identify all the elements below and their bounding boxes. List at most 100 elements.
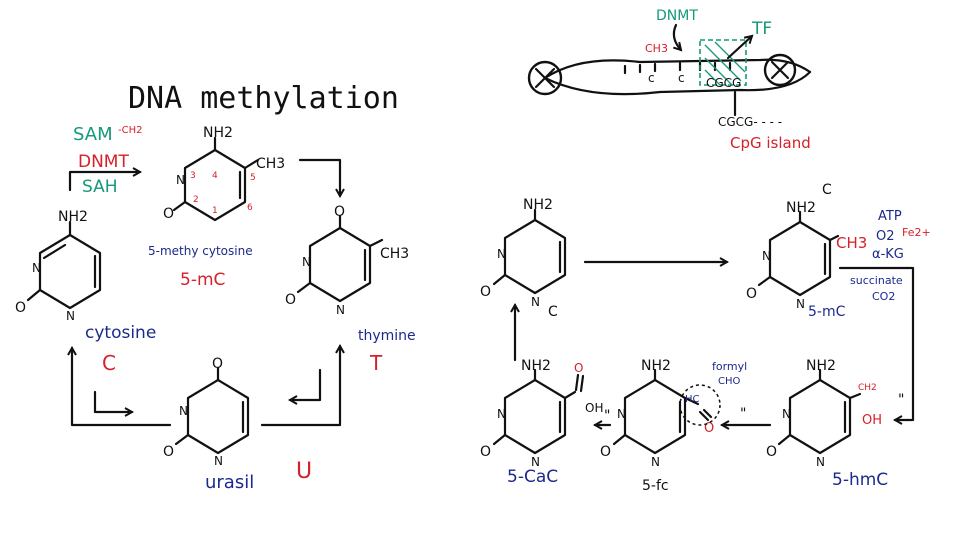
tet-cofactors: ATP O2 Fe2+ α-KG succinate CO2	[850, 209, 931, 303]
nitrogen-atom: N	[782, 407, 791, 421]
methylcytosine-name: 5-methy cytosine	[148, 244, 253, 258]
oxygen-atom: O	[163, 444, 174, 460]
right-5mc-structure: NH2 CH3 O N N 5-mC	[746, 200, 867, 320]
ring-number-3: 3	[190, 171, 196, 181]
nh2-group: NH2	[521, 358, 551, 374]
nitrogen-atom: N	[816, 455, 825, 469]
right-5fc-structure: NH2 O N N HC O formyl CHO " 5-fc	[600, 358, 747, 494]
co2-label: CO2	[872, 290, 895, 303]
nucleosome-left	[527, 60, 563, 96]
5fc-label: 5-fc	[642, 478, 669, 494]
ring-number-1: 1	[212, 206, 218, 216]
5cac-label: 5-CaC	[507, 467, 558, 487]
cpg-island-label: CpG island	[730, 134, 811, 152]
methylcytosine-structure: NH2 CH3 O N 4 3 5 2 6 1 5-methy cytosine…	[148, 125, 285, 290]
quote-mark: "	[740, 406, 746, 422]
sam-label: SAM	[73, 124, 113, 145]
ring-number-2: 2	[193, 195, 199, 205]
cho-label: CHO	[718, 376, 741, 387]
5mc-label: 5-mC	[808, 304, 846, 320]
dnmt-enzyme-label: DNMT	[78, 152, 129, 172]
oxygen-atom: O	[600, 444, 611, 460]
methylcytosine-symbol: 5-mC	[180, 270, 225, 290]
ch3-group: CH3	[256, 156, 285, 172]
right-cytosine-structure: NH2 O N N C	[480, 197, 567, 320]
right-cycle-arrows	[515, 262, 915, 425]
nh2-group: NH2	[58, 209, 88, 225]
akg-label: α-KG	[872, 247, 904, 262]
uracil-name: urasil	[205, 472, 254, 493]
chromatin-sketch: c c CH3 DNMT TF CGCG CGCG- - - - CpG isl…	[527, 8, 812, 152]
nucleosome-right	[763, 53, 797, 87]
cytosine-structure: NH2 O N N cytosine C	[15, 209, 156, 375]
uracil-symbol: U	[296, 459, 312, 484]
sam-minus-ch2-label: -CH2	[118, 125, 142, 136]
nitrogen-atom: N	[617, 407, 626, 421]
oxygen-atom: O	[480, 284, 491, 300]
oxygen-atom: O	[334, 204, 345, 220]
nh2-group: NH2	[786, 200, 816, 216]
thymine-name: thymine	[358, 328, 416, 344]
methylation-arrow	[68, 172, 140, 192]
oxygen-atom: O	[746, 286, 757, 302]
thymine-structure: O CH3 O N N thymine T	[285, 204, 416, 375]
oh-group: OH	[862, 413, 882, 428]
tf-binding-region	[699, 39, 747, 86]
left-cycle-arrows	[72, 158, 340, 427]
succinate-label: succinate	[850, 274, 903, 287]
nitrogen-atom: N	[796, 297, 805, 311]
nitrogen-atom: N	[497, 247, 506, 261]
nitrogen-atom: N	[651, 455, 660, 469]
nitrogen-atom: N	[336, 303, 345, 317]
nitrogen-atom: N	[302, 255, 311, 269]
nh2-group: NH2	[806, 358, 836, 374]
nh2-group: NH2	[523, 197, 553, 213]
atp-label: ATP	[878, 209, 902, 224]
nitrogen-atom: N	[531, 295, 540, 309]
right-5hmc-structure: NH2 CH2 OH O N N " 5-hmC	[766, 358, 904, 490]
o2-label: O2	[876, 229, 895, 244]
oxygen-atom: O	[480, 444, 491, 460]
formyl-hc: HC	[685, 394, 700, 405]
uracil-structure: O O N N urasil U	[163, 356, 312, 493]
ch3-group: CH3	[836, 234, 867, 252]
fe-label: Fe2+	[902, 226, 931, 239]
oxygen-atom: O	[766, 444, 777, 460]
methylation-cofactors: SAM -CH2 DNMT SAH	[68, 124, 142, 197]
cpg-sequence: CGCG- - - -	[718, 115, 782, 129]
nitrogen-atom: N	[762, 249, 771, 263]
oxygen-atom: O	[15, 300, 26, 316]
cytosine-name: cytosine	[85, 323, 156, 343]
nitrogen-atom: N	[32, 261, 41, 275]
quote-mark: "	[604, 408, 610, 424]
nitrogen-atom: N	[497, 407, 506, 421]
nitrogen-atom: N	[531, 455, 540, 469]
ring-number-4: 4	[212, 171, 218, 181]
oxygen-atom: O	[163, 206, 174, 222]
cpg-site: CGCG	[706, 76, 741, 90]
nh2-group: NH2	[203, 125, 233, 141]
diagram-title: DNA methylation	[128, 81, 399, 116]
nh2-group: NH2	[641, 358, 671, 374]
oxygen-atom: O	[212, 356, 223, 372]
nitrogen-atom: N	[214, 454, 223, 468]
ch2-group: CH2	[858, 383, 877, 393]
5hmc-label: 5-hmC	[832, 470, 888, 490]
cytosine-symbol: C	[102, 351, 116, 375]
formyl-label: formyl	[712, 360, 747, 373]
tf-label: TF	[751, 19, 772, 39]
formyl-oxygen: O	[704, 421, 714, 436]
c-dot-symbol: C	[822, 182, 832, 198]
thymine-symbol: T	[369, 351, 383, 375]
c-mark: c	[648, 71, 655, 85]
sah-label: SAH	[82, 177, 118, 197]
nitrogen-atom: N	[179, 404, 188, 418]
c-mark: c	[678, 71, 685, 85]
nitrogen-atom: N	[66, 309, 75, 323]
ch3-mark: CH3	[645, 42, 668, 55]
right-5cac-structure: NH2 O OH O N N " 5-CaC	[480, 358, 610, 487]
dnmt-label: DNMT	[656, 8, 698, 24]
ring-number-6: 6	[247, 203, 253, 213]
